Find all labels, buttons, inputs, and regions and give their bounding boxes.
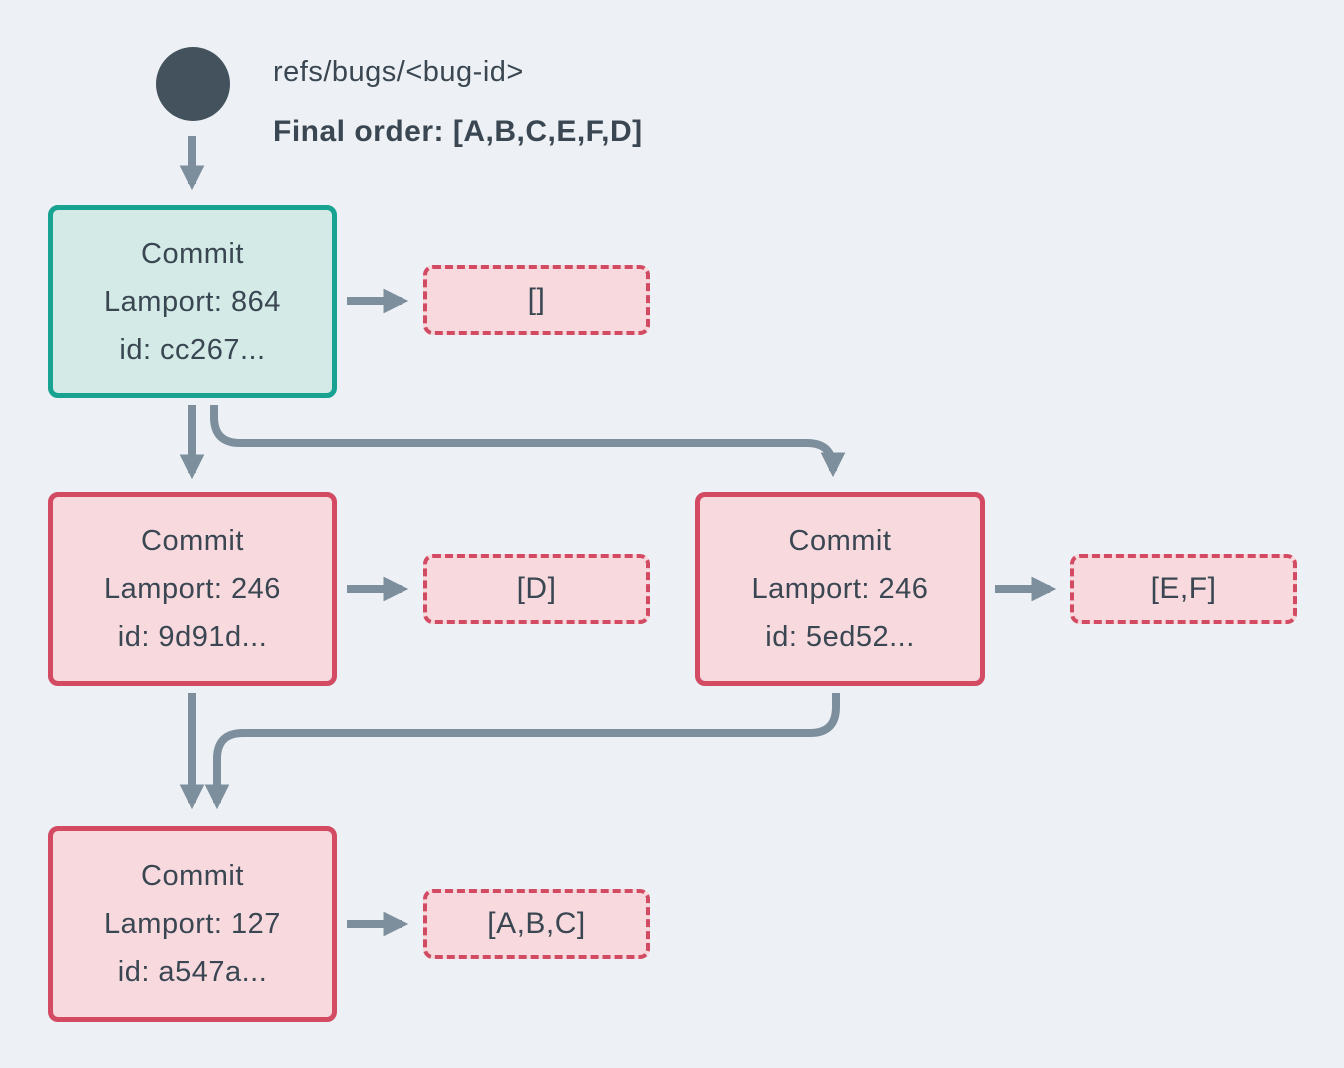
commit-id: id: 5ed52...: [765, 621, 915, 653]
commit-title: Commit: [141, 237, 244, 270]
edge-commit-cc267-to-commit-5ed52: [210, 405, 846, 478]
final-order-label: Final order: [A,B,C,E,F,D]: [273, 115, 643, 148]
ops-label: [A,B,C]: [487, 907, 586, 940]
ref-label: refs/bugs/<bug-id>: [273, 56, 524, 88]
commit-lamport: Lamport: 246: [751, 573, 929, 605]
commit-title: Commit: [141, 525, 244, 557]
commit-lamport: Lamport: 864: [104, 285, 281, 318]
ops-label: [E,F]: [1150, 572, 1217, 605]
commit-id: id: cc267...: [119, 333, 266, 366]
commit-node-5ed52: Commit Lamport: 246 id: 5ed52...: [695, 492, 985, 686]
commit-title: Commit: [788, 525, 892, 557]
commit-id: id: 9d91d...: [117, 621, 268, 653]
ops-list-5ed52: [E,F]: [1070, 554, 1297, 624]
commit-lamport: Lamport: 246: [104, 573, 281, 605]
commit-lamport: Lamport: 127: [104, 908, 281, 940]
commit-title: Commit: [141, 860, 244, 892]
ops-label: []: [527, 283, 546, 316]
commit-id: id: a547a...: [117, 956, 268, 988]
edge-commit-5ed52-to-commit-a547a: [204, 693, 840, 810]
ops-list-a547a: [A,B,C]: [423, 889, 650, 959]
commit-node-9d91d: Commit Lamport: 246 id: 9d91d...: [48, 492, 337, 686]
ops-list-9d91d: [D]: [423, 554, 650, 624]
commit-node-a547a: Commit Lamport: 127 id: a547a...: [48, 826, 337, 1022]
commit-node-cc267: Commit Lamport: 864 id: cc267...: [48, 205, 337, 398]
ref-head-node: [156, 47, 230, 121]
ops-list-cc267: []: [423, 265, 650, 335]
ops-label: [D]: [516, 572, 557, 605]
